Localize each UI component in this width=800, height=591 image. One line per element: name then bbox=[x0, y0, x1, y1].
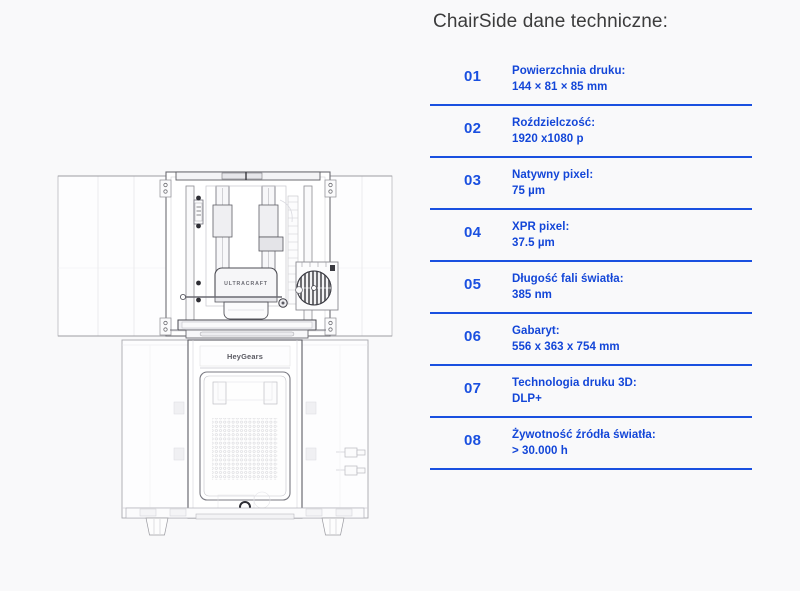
spec-row-number: 03 bbox=[464, 172, 482, 189]
spec-row-label: Powierzchnia druku: bbox=[512, 65, 626, 77]
spec-row: 07 Technologia druku 3D: DLP+ bbox=[430, 366, 752, 416]
spec-row-number: 06 bbox=[464, 328, 482, 345]
spec-row-label: Technologia druku 3D: bbox=[512, 377, 637, 389]
spec-row-number: 04 bbox=[464, 224, 482, 241]
spec-row: 06 Gabaryt: 556 x 363 x 754 mm bbox=[430, 314, 752, 364]
build-unit-ultracraft: ULTRACRAFT bbox=[179, 267, 288, 320]
spec-row-value: 385 nm bbox=[512, 288, 552, 301]
spec-row-text: Roździelczość: 1920 x1080 p bbox=[504, 116, 752, 147]
build-platform bbox=[170, 319, 326, 339]
spec-row-divider bbox=[430, 312, 752, 314]
spec-row-text: Natywny pixel: 75 µm bbox=[504, 168, 752, 199]
spec-row-value: > 30.000 h bbox=[512, 444, 568, 457]
spec-row-number: 08 bbox=[464, 432, 482, 449]
spec-row-divider bbox=[430, 260, 752, 262]
spec-row-number: 02 bbox=[464, 120, 482, 137]
spec-row-value: 144 × 81 × 85 mm bbox=[512, 80, 608, 93]
spec-row-text: XPR pixel: 37.5 µm bbox=[504, 220, 752, 251]
spec-row-divider bbox=[430, 468, 752, 470]
spec-row-text: Powierzchnia druku: 144 × 81 × 85 mm bbox=[504, 64, 752, 95]
spec-row-number: 07 bbox=[464, 380, 482, 397]
spec-row-divider bbox=[430, 208, 752, 210]
spec-row: 04 XPR pixel: 37.5 µm bbox=[430, 210, 752, 260]
spec-row-value: 556 x 363 x 754 mm bbox=[512, 340, 620, 353]
spec-row: 01 Powierzchnia druku: 144 × 81 × 85 mm bbox=[430, 54, 752, 104]
spec-row-value: 37.5 µm bbox=[512, 236, 555, 249]
cabinet-foot-right bbox=[321, 517, 345, 536]
spec-row-value: 1920 x1080 p bbox=[512, 132, 584, 145]
spec-list: 01 Powierzchnia druku: 144 × 81 × 85 mm 02 R… bbox=[430, 54, 752, 470]
spec-row: 02 Roździelczość: 1920 x1080 p bbox=[430, 106, 752, 156]
spec-row-text: Żywotność źródła światła: > 30.000 h bbox=[504, 428, 752, 459]
spec-row: 05 Długość fali światła: 385 nm bbox=[430, 262, 752, 312]
spec-row-number: 01 bbox=[464, 68, 482, 85]
spec-row-label: Gabaryt: bbox=[512, 325, 560, 337]
spec-row-text: Technologia druku 3D: DLP+ bbox=[504, 376, 752, 407]
fan-module bbox=[295, 261, 339, 311]
spec-row-text: Długość fali światła: 385 nm bbox=[504, 272, 752, 303]
heygears-brand-label: HeyGears bbox=[227, 352, 263, 361]
spec-row-divider bbox=[430, 364, 752, 366]
ultracraft-label: ULTRACRAFT bbox=[224, 281, 268, 287]
spec-row-number: 05 bbox=[464, 276, 482, 293]
lower-cabinet: HeyGears bbox=[121, 339, 369, 536]
product-technical-drawing: ULTRACRAFT bbox=[57, 171, 393, 536]
cabinet-foot-left bbox=[145, 517, 169, 536]
spec-row-divider bbox=[430, 104, 752, 106]
spec-row-label: Roździelczość: bbox=[512, 117, 596, 129]
spec-row-label: XPR pixel: bbox=[512, 221, 570, 233]
spec-panel: ChairSide dane techniczne: 01 Powierzchni… bbox=[430, 0, 770, 591]
spec-row-value: DLP+ bbox=[512, 392, 542, 405]
spec-row-value: 75 µm bbox=[512, 184, 546, 197]
spec-row-divider bbox=[430, 156, 752, 158]
spec-panel-title: ChairSide dane techniczne: bbox=[433, 11, 668, 32]
spec-row-label: Długość fali światła: bbox=[512, 273, 624, 285]
spec-row: 08 Żywotność źródła światła: > 30.000 h bbox=[430, 418, 752, 468]
spec-row-label: Żywotność źródła światła: bbox=[512, 429, 656, 441]
spec-row: 03 Natywny pixel: 75 µm bbox=[430, 158, 752, 208]
spec-row-text: Gabaryt: 556 x 363 x 754 mm bbox=[504, 324, 752, 355]
printer-line-drawing: ULTRACRAFT bbox=[57, 171, 393, 536]
spec-row-divider bbox=[430, 416, 752, 418]
spec-row-label: Natywny pixel: bbox=[512, 169, 594, 181]
